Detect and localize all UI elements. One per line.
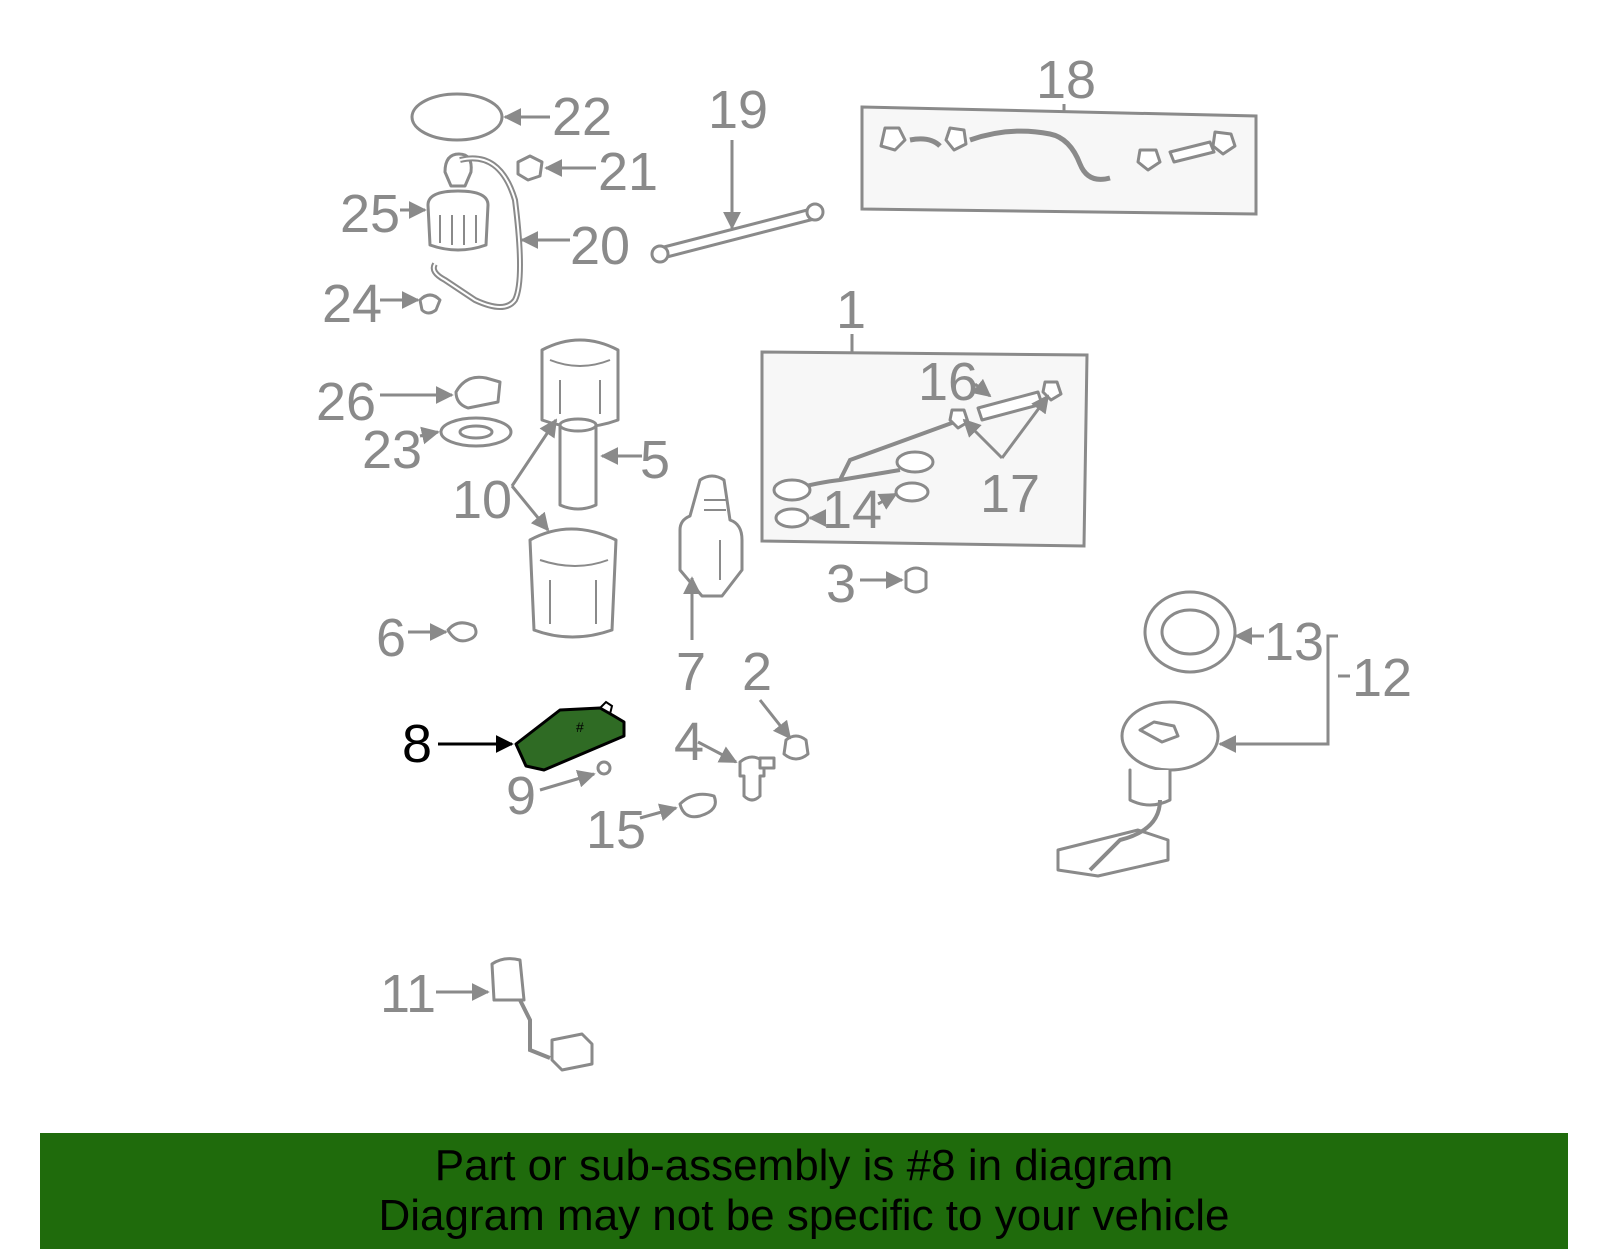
part-8-strainer-highlighted: # [514,700,626,772]
part-20-fuel-line [430,155,523,310]
callout-3: 3 [826,554,856,614]
banner-line-1: Part or sub-assembly is #8 in diagram [434,1141,1174,1190]
callout-21: 21 [598,142,658,202]
callout-24: 24 [322,274,382,334]
callout-18: 18 [1036,50,1096,110]
callout-2: 2 [742,642,772,702]
callout-25: 25 [340,184,400,244]
part-15-seal [678,792,717,819]
callout-13: 13 [1264,612,1324,672]
callout-11: 11 [380,964,436,1024]
callout-16: 16 [918,352,978,412]
callout-26: 26 [316,372,376,432]
callout-5: 5 [640,430,670,490]
callout-9: 9 [506,766,536,826]
part-9-o-ring [596,760,612,776]
part-26-connector [454,375,502,410]
part-11-level-sender [490,957,594,1072]
callout-12: 12 [1352,648,1412,708]
part-13-lock-ring [1143,590,1237,674]
callout-20: 20 [570,216,630,276]
part-2-cap [782,734,810,761]
callout-6: 6 [376,608,406,668]
callout-23: 23 [362,420,422,480]
part-21-clip [516,154,544,182]
callout-22: 22 [552,87,612,147]
callout-17: 17 [980,464,1040,524]
part-18-hose-kit [860,105,1258,216]
callout-15: 15 [586,800,646,860]
part-12-pump-module [1056,700,1220,878]
callout-8: 8 [402,714,432,774]
part-6-seal [446,621,478,643]
callout-1: 1 [836,280,866,340]
part-1-sender-kit [760,350,1089,548]
part-23-gasket [439,416,513,448]
callout-10: 10 [452,470,512,530]
part-25-filter [426,152,490,252]
part-19-rod [650,202,825,264]
info-banner: Part or sub-assembly is #8 in diagram Di… [40,1133,1568,1249]
callout-14: 14 [822,480,882,540]
part-7-housing [678,474,744,598]
svg-text:#: # [576,719,584,735]
callout-4: 4 [674,712,704,772]
part-3-grommet [904,566,928,594]
part-4-valve [738,755,776,802]
callout-7: 7 [676,642,706,702]
callout-19: 19 [708,80,768,140]
part-24-clamp [418,293,442,315]
part-22-o-ring [410,92,504,142]
banner-line-2: Diagram may not be specific to your vehi… [378,1191,1230,1240]
part-5-fuel-pump [558,417,598,511]
